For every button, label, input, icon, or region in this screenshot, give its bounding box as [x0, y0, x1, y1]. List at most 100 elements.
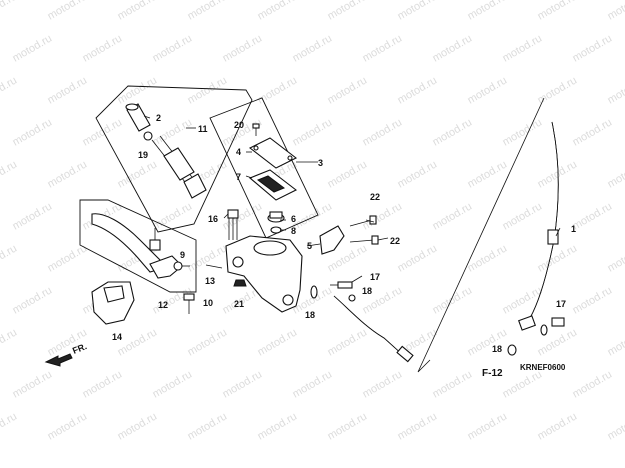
watermark-text: motod.ru: [81, 32, 125, 64]
brake-lever: [91, 213, 183, 279]
watermark-text: motod.ru: [256, 74, 300, 106]
callout-21: 21: [234, 299, 244, 309]
watermark-text: motod.ru: [11, 200, 55, 232]
lever-assembly-box: [79, 199, 197, 293]
watermark-text: motod.ru: [396, 410, 440, 442]
watermark-text: motod.ru: [186, 74, 230, 106]
watermark-text: motod.ru: [431, 200, 475, 232]
callout-9: 9: [180, 250, 185, 260]
callout-18-lower: 18: [492, 344, 502, 354]
watermark-text: motod.ru: [151, 368, 195, 400]
adjuster-screw: [205, 264, 223, 269]
callout-1: 1: [571, 224, 576, 234]
watermark-text: motod.ru: [46, 0, 90, 23]
callout-20: 20: [234, 120, 244, 130]
o-ring: [270, 226, 282, 234]
callout-10: 10: [203, 298, 213, 308]
callout-13: 13: [205, 276, 215, 286]
watermark-text: motod.ru: [221, 32, 265, 64]
holder-bolt-upper: [349, 215, 377, 227]
watermark-text: motod.ru: [606, 410, 625, 442]
watermark-text: motod.ru: [431, 116, 475, 148]
watermark-text: motod.ru: [81, 116, 125, 148]
watermark-text: motod.ru: [326, 326, 370, 358]
watermark-text: motod.ru: [501, 32, 545, 64]
callout-7: 7: [236, 172, 241, 182]
watermark-text: motod.ru: [46, 74, 90, 106]
piston-boot: [125, 103, 151, 132]
watermark-text: motod.ru: [116, 0, 160, 23]
watermark-text: motod.ru: [361, 200, 405, 232]
holder-bolt-lower: [349, 235, 379, 245]
watermark-text: motod.ru: [501, 368, 545, 400]
watermark-text: motod.ru: [466, 158, 510, 190]
watermark-text: motod.ru: [186, 0, 230, 23]
circlip: [143, 131, 153, 141]
watermark-text: motod.ru: [536, 410, 580, 442]
watermark-text: motod.ru: [501, 200, 545, 232]
watermark-text: motod.ru: [221, 200, 265, 232]
lever-cover: [91, 281, 135, 325]
watermark-text: motod.ru: [431, 368, 475, 400]
watermark-text: motod.ru: [11, 116, 55, 148]
watermark-text: motod.ru: [326, 74, 370, 106]
callout-6: 6: [291, 214, 296, 224]
watermark-text: motod.ru: [396, 158, 440, 190]
watermark-text: motod.ru: [466, 410, 510, 442]
watermark-text: motod.ru: [116, 74, 160, 106]
callout-5: 5: [307, 241, 312, 251]
watermark-text: motod.ru: [396, 0, 440, 23]
callout-18-upper: 18: [362, 286, 372, 296]
watermark-text: motod.ru: [256, 0, 300, 23]
watermark-text: motod.ru: [396, 242, 440, 274]
watermark-text: motod.ru: [431, 284, 475, 316]
banjo-bolt-upper: [330, 281, 353, 289]
watermark-text: motod.ru: [536, 0, 580, 23]
watermark-text: motod.ru: [291, 368, 335, 400]
watermark-text: motod.ru: [46, 242, 90, 274]
watermark-text: motod.ru: [466, 74, 510, 106]
piston-kit-box: [95, 85, 253, 233]
watermark-text: motod.ru: [571, 116, 615, 148]
callout-14: 14: [112, 332, 122, 342]
callout-22-lower: 22: [390, 236, 400, 246]
callout-17-upper: 17: [370, 272, 380, 282]
watermark-text: motod.ru: [571, 368, 615, 400]
callout-16: 16: [208, 214, 218, 224]
reservoir-cap: [248, 137, 298, 169]
sealing-washer-lower-a: [540, 324, 548, 336]
watermark-text: motod.ru: [606, 326, 625, 358]
callout-labels: 1 2 3 4 5 6 7 8 9 10 11 12 13 14 16 17 1…: [112, 113, 576, 354]
frame-reference: F-12: [482, 368, 503, 379]
reservoir-seal: [267, 211, 285, 223]
sealing-washer-lower-b: [507, 344, 517, 356]
watermark-text: motod.ru: [501, 116, 545, 148]
watermark-text: motod.ru: [361, 368, 405, 400]
watermark-text: motod.ru: [11, 32, 55, 64]
watermark-text: motod.ru: [326, 158, 370, 190]
watermark-text: motod.ru: [46, 158, 90, 190]
watermark-text: motod.ru: [606, 0, 625, 23]
watermark-text: motod.ru: [571, 284, 615, 316]
watermark-text: motod.ru: [256, 410, 300, 442]
watermark-text: motod.ru: [116, 326, 160, 358]
watermark-text: motod.ru: [0, 74, 19, 106]
watermark-text: motod.ru: [606, 158, 625, 190]
callout-17-lower: 17: [556, 299, 566, 309]
watermark-text: motod.ru: [291, 32, 335, 64]
watermark-text: motod.ru: [11, 368, 55, 400]
watermark-text: motod.ru: [326, 0, 370, 23]
callout-8: 8: [291, 226, 296, 236]
watermark-text: motod.ru: [81, 368, 125, 400]
watermark-text: motod.ru: [151, 200, 195, 232]
watermark-text: motod.ru: [536, 242, 580, 274]
watermark-text: motod.ru: [11, 284, 55, 316]
master-cylinder-holder: [319, 225, 345, 255]
sealing-washer-upper: [348, 294, 356, 302]
hose-guide-line: [417, 97, 545, 373]
lever-spring: [149, 228, 161, 251]
watermark-text: motod.ru: [0, 410, 19, 442]
reservoir-cap-box: [209, 97, 319, 239]
brake-hose: [333, 121, 559, 363]
watermark-text: motod.ru: [571, 200, 615, 232]
